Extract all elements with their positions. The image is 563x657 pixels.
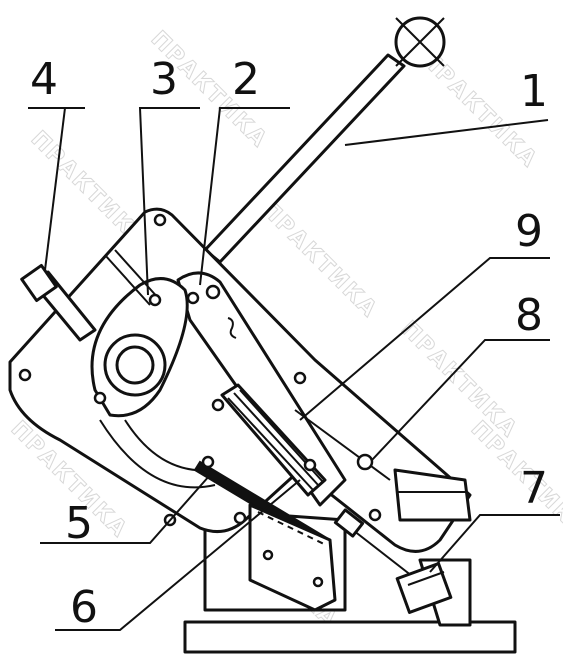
callout-4: 4 — [30, 54, 58, 105]
leader-1 — [344, 119, 549, 146]
leader-2 — [199, 107, 290, 286]
callout-6: 6 — [70, 582, 98, 633]
callout-7: 7 — [520, 463, 548, 514]
watermark-7: ПРАКТИКА — [466, 417, 563, 544]
leader-3 — [138, 107, 200, 296]
base-plate — [183, 620, 517, 654]
callout-5: 5 — [65, 498, 93, 549]
leader-lines — [28, 107, 560, 631]
leader-7 — [429, 514, 560, 573]
guide-bushing — [333, 508, 365, 538]
leader-4b — [44, 107, 66, 271]
eccentric-hub-inner — [115, 345, 155, 385]
leader-6 — [55, 479, 301, 631]
guide-rod — [294, 409, 391, 481]
pins — [18, 213, 382, 588]
callout-9: 9 — [515, 206, 543, 257]
leader-9 — [299, 257, 550, 421]
blade-carrier — [176, 271, 347, 507]
spring — [220, 317, 327, 497]
callout-1: 1 — [520, 66, 548, 117]
end-stop — [395, 562, 453, 614]
stop-block — [393, 468, 472, 522]
leader-8 — [371, 339, 550, 461]
watermark-4: ПРАКТИКА — [256, 197, 383, 324]
callout-8: 8 — [515, 290, 543, 341]
leader-5 — [40, 474, 211, 544]
callout-3: 3 — [150, 54, 178, 105]
watermark-5: ПРАКТИКА — [396, 317, 523, 444]
adjusting-screw — [20, 249, 161, 342]
work-table-dash — [257, 511, 327, 546]
callout-labels: 1 2 3 4 5 6 7 8 9 — [30, 54, 548, 633]
callout-2: 2 — [232, 54, 260, 105]
